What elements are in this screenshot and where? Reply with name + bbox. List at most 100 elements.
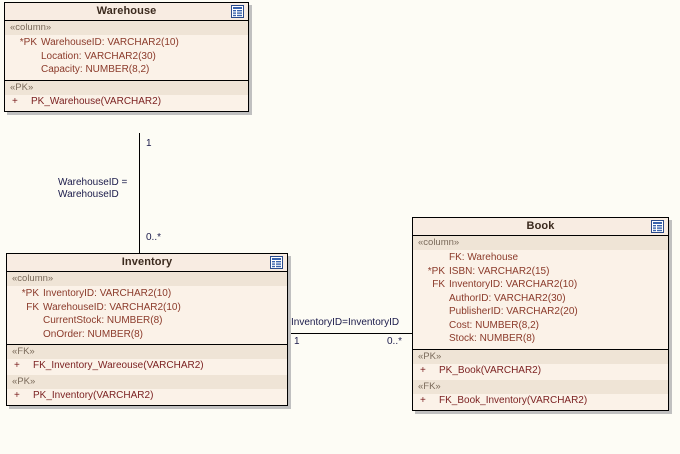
attribute-name: PublisherID: VARCHAR2(20) (449, 306, 578, 317)
operations-compartment-warehouse: «PK» + PK_Warehouse(VARCHAR2) (5, 80, 248, 111)
operation-visibility: + (12, 95, 18, 107)
operation-list-book-pk: + PK_Book(VARCHAR2) (413, 364, 668, 380)
attribute-list-warehouse: *PK WarehouseID: VARCHAR2(10) Location: … (5, 35, 248, 80)
attribute-key (9, 314, 43, 328)
attribute-row: Cost: NUMBER(8,2) (415, 319, 664, 333)
connector-warehouse-inventory-label-line2: WarehouseID (58, 189, 119, 200)
table-icon[interactable] (270, 256, 283, 269)
attribute-row: OnOrder: NUMBER(8) (9, 328, 283, 342)
stereotype-fk: «FK» (7, 345, 287, 359)
attribute-key (7, 50, 41, 64)
attribute-name: OnOrder: NUMBER(8) (43, 328, 144, 340)
table-icon[interactable] (231, 5, 244, 18)
attribute-key (7, 63, 41, 77)
class-box-warehouse[interactable]: Warehouse «column» *PK Ware (4, 2, 249, 112)
operation-row: + PK_Warehouse(VARCHAR2) (7, 95, 244, 109)
connector-warehouse-inventory-label-line1: WarehouseID = (58, 177, 128, 188)
operation-list-book-fk: + FK_Book_Inventory(VARCHAR2) (413, 394, 668, 410)
attribute-row: *PK WarehouseID: VARCHAR2(10) (7, 36, 244, 50)
connector-inventory-book-target-multiplicity: 0..* (387, 336, 403, 347)
attribute-key (415, 319, 449, 333)
attribute-row: PublisherID: VARCHAR2(20) (415, 305, 664, 319)
operation-row: + FK_Inventory_Wareouse(VARCHAR2) (9, 359, 283, 373)
class-title-warehouse: Warehouse (96, 5, 157, 17)
class-header-warehouse: Warehouse (5, 3, 248, 21)
attribute-row: Location: VARCHAR2(30) (7, 50, 244, 64)
attribute-list-inventory: *PK InventoryID: VARCHAR2(10) FK Warehou… (7, 286, 287, 344)
connector-inventory-book-line[interactable] (288, 333, 412, 334)
stereotype-column: «column» (413, 236, 668, 250)
attribute-name: WarehouseID: VARCHAR2(10) (41, 37, 179, 48)
attribute-name: Stock: NUMBER(8) (449, 333, 536, 344)
attribute-name: FK: Warehouse (449, 252, 519, 263)
operation-visibility: + (14, 360, 20, 371)
attribute-name: AuthorID: VARCHAR2(30) (449, 292, 566, 304)
attribute-key (415, 305, 449, 319)
attribute-key: *PK (19, 37, 37, 48)
connector-inventory-book-source-multiplicity: 1 (294, 336, 300, 347)
attribute-list-book: FK: Warehouse *PK ISBN: VARCHAR2(15) FK … (413, 250, 668, 349)
connector-inventory-book-label: InventoryID=InventoryID (291, 317, 400, 328)
attributes-compartment-warehouse: «column» *PK WarehouseID: VARCHAR2(10) L… (5, 21, 248, 81)
attribute-key (415, 251, 449, 265)
operation-name: PK_Warehouse(VARCHAR2) (31, 95, 162, 107)
attributes-compartment-inventory: «column» *PK InventoryID: VARCHAR2(10) F… (7, 272, 287, 345)
connector-warehouse-inventory-source-multiplicity: 1 (146, 138, 152, 149)
class-header-inventory: Inventory (7, 254, 287, 272)
attribute-key: FK (26, 301, 39, 313)
attribute-name: InventoryID: VARCHAR2(10) (449, 279, 578, 290)
connector-warehouse-inventory-line[interactable] (139, 133, 140, 253)
attribute-row: *PK ISBN: VARCHAR2(15) (415, 265, 664, 279)
operation-name: FK_Inventory_Wareouse(VARCHAR2) (33, 360, 204, 371)
attributes-compartment-book: «column» FK: Warehouse *PK ISBN: VARCHAR… (413, 236, 668, 350)
attribute-key: *PK (21, 288, 39, 299)
attribute-name: InventoryID: VARCHAR2(10) (43, 288, 172, 299)
stereotype-column: «column» (5, 21, 248, 35)
attribute-key: *PK (427, 265, 445, 277)
attribute-row: Stock: NUMBER(8) (415, 332, 664, 346)
class-title-book: Book (526, 220, 555, 232)
operation-row: + FK_Book_Inventory(VARCHAR2) (415, 394, 664, 408)
stereotype-fk: «FK» (413, 379, 668, 394)
operation-list-warehouse-pk: + PK_Warehouse(VARCHAR2) (5, 95, 248, 111)
operation-row: + PK_Inventory(VARCHAR2) (9, 389, 283, 403)
attribute-row: FK WarehouseID: VARCHAR2(10) (9, 301, 283, 315)
operation-list-inventory-fk: + FK_Inventory_Wareouse(VARCHAR2) (7, 359, 287, 375)
class-box-book[interactable]: Book «column» FK: Warehou (412, 217, 669, 411)
operation-visibility: + (14, 390, 20, 401)
attribute-row: *PK InventoryID: VARCHAR2(10) (9, 287, 283, 301)
operation-name: PK_Inventory(VARCHAR2) (33, 390, 154, 401)
attribute-name: ISBN: VARCHAR2(15) (449, 265, 550, 277)
stereotype-pk: «PK» (5, 80, 248, 95)
attribute-row: Capacity: NUMBER(8,2) (7, 63, 244, 77)
operations-compartment-inventory: «FK» + FK_Inventory_Wareouse(VARCHAR2) «… (7, 345, 287, 405)
connector-warehouse-inventory-target-multiplicity: 0..* (146, 232, 162, 243)
operation-name: PK_Book(VARCHAR2) (439, 364, 542, 376)
table-icon[interactable] (651, 220, 664, 233)
attribute-row: FK: Warehouse (415, 251, 664, 265)
stereotype-pk: «PK» (7, 375, 287, 389)
attribute-row: AuthorID: VARCHAR2(30) (415, 292, 664, 306)
operation-row: + PK_Book(VARCHAR2) (415, 364, 664, 378)
attribute-name: WarehouseID: VARCHAR2(10) (43, 301, 181, 313)
operations-compartment-book: «PK» + PK_Book(VARCHAR2) «FK» + FK_Book_… (413, 349, 668, 410)
stereotype-column: «column» (7, 272, 287, 286)
attribute-key: FK (432, 279, 445, 290)
stereotype-pk: «PK» (413, 349, 668, 364)
attribute-name: Cost: NUMBER(8,2) (449, 319, 540, 331)
operation-name: FK_Book_Inventory(VARCHAR2) (439, 394, 588, 406)
attribute-key (415, 332, 449, 346)
attribute-key (415, 292, 449, 306)
attribute-name: CurrentStock: NUMBER(8) (43, 315, 163, 326)
operation-visibility: + (420, 364, 426, 376)
attribute-name: Location: VARCHAR2(30) (41, 50, 156, 62)
class-box-inventory[interactable]: Inventory «column» *PK Inve (6, 253, 288, 406)
class-header-book: Book (413, 218, 668, 236)
attribute-key (9, 328, 43, 342)
attribute-name: Capacity: NUMBER(8,2) (41, 64, 150, 75)
operation-list-inventory-pk: + PK_Inventory(VARCHAR2) (7, 389, 287, 405)
attribute-row: FK InventoryID: VARCHAR2(10) (415, 278, 664, 292)
attribute-row: CurrentStock: NUMBER(8) (9, 314, 283, 328)
operation-visibility: + (420, 394, 426, 406)
